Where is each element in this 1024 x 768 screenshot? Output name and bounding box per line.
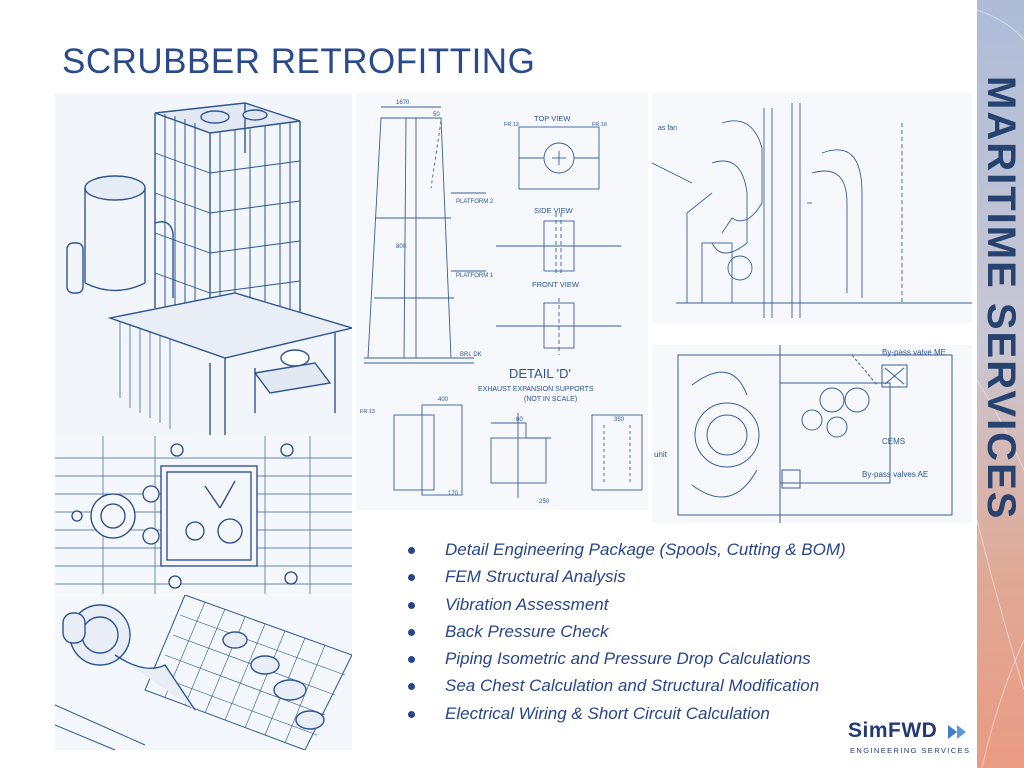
label-dim-60: 60 [516,417,523,423]
bullet-icon [408,683,415,691]
exhaust-support-drawing: 1670 50 TOP VIEW FR.13 FR.16 PLATFORM 2 … [356,93,648,510]
bullet-icon [408,628,415,636]
label-dim-1670: 1670 [396,100,410,106]
bullet-icon [408,710,415,718]
bullet-icon [408,574,415,582]
label-fr13-bottom: FR.13 [360,409,375,415]
service-label: Back Pressure Check [445,621,609,641]
label-front-view: FRONT VIEW [532,280,580,289]
label-dim-350: 350 [614,417,625,423]
service-label: FEM Structural Analysis [445,567,626,587]
services-list-item: Back Pressure Check [408,620,846,647]
services-list-item: Electrical Wiring & Short Circuit Calcul… [408,702,846,729]
label-bypass-me: By-pass valve ME [882,348,946,357]
bullet-icon [408,601,415,609]
label-dim-250: 250 [539,499,550,505]
label-fan: as fan [658,125,677,132]
label-dim-170: 170 [448,491,459,497]
services-list: Detail Engineering Package (Spools, Cutt… [408,538,846,729]
label-unit: unit [654,450,668,459]
label-detail-d: DETAIL 'D' [509,366,571,381]
scrubber-3d-model [55,93,352,435]
label-not-in-scale: (NOT IN SCALE) [524,396,577,403]
service-label: Electrical Wiring & Short Circuit Calcul… [445,703,770,723]
label-fr16: FR.16 [592,122,607,128]
bullet-icon [408,656,415,664]
label-top-view: TOP VIEW [534,114,571,123]
service-label: Detail Engineering Package (Spools, Cutt… [445,540,846,559]
service-label: Vibration Assessment [445,594,609,614]
label-platform-2: PLATFORM 2 [456,199,494,205]
service-label: Sea Chest Calculation and Structural Mod… [445,676,820,696]
bullet-icon [408,547,415,554]
services-list-item: Vibration Assessment [408,593,846,620]
label-dim-400: 400 [438,397,449,403]
label-platform-1: PLATFORM 1 [456,273,494,279]
services-list-item: Detail Engineering Package (Spools, Cutt… [408,538,846,565]
logo-tagline: ENGINEERING SERVICES [850,746,971,755]
slide-title: SCRUBBER RETROFITTING [62,42,536,81]
maritime-services-banner: MARITIME SERVICES [977,0,1024,768]
label-dim-800: 800 [396,244,407,250]
piping-elevation-drawing: as fan [652,93,972,323]
label-supports: EXHAUST EXPANSION SUPPORTS [478,386,594,393]
services-list-item: Sea Chest Calculation and Structural Mod… [408,674,846,701]
deck-plan-view [55,436,352,594]
label-bypass-ae: By-pass valves AE [862,470,928,479]
services-list-item: FEM Structural Analysis [408,565,846,592]
service-label: Piping Isometric and Pressure Drop Calcu… [445,649,811,669]
simfwd-logo: SimFWD ENGINEERING SERVICES [848,719,972,763]
label-bri-dk: BRI. DK [460,352,482,358]
label-dim-50: 50 [433,112,440,118]
label-side-view: SIDE VIEW [534,206,574,215]
piping-3d-model [55,595,352,750]
bypass-plan-drawing: By-pass valve ME CEMS By-pass valves AE … [652,345,972,523]
label-cems: CEMS [882,437,905,446]
logo-name: SimFWD [848,719,938,742]
double-arrow-icon [948,725,966,739]
services-list-item: Piping Isometric and Pressure Drop Calcu… [408,647,846,674]
maritime-services-text: MARITIME SERVICES [979,76,1023,521]
label-fr13: FR.13 [504,122,519,128]
